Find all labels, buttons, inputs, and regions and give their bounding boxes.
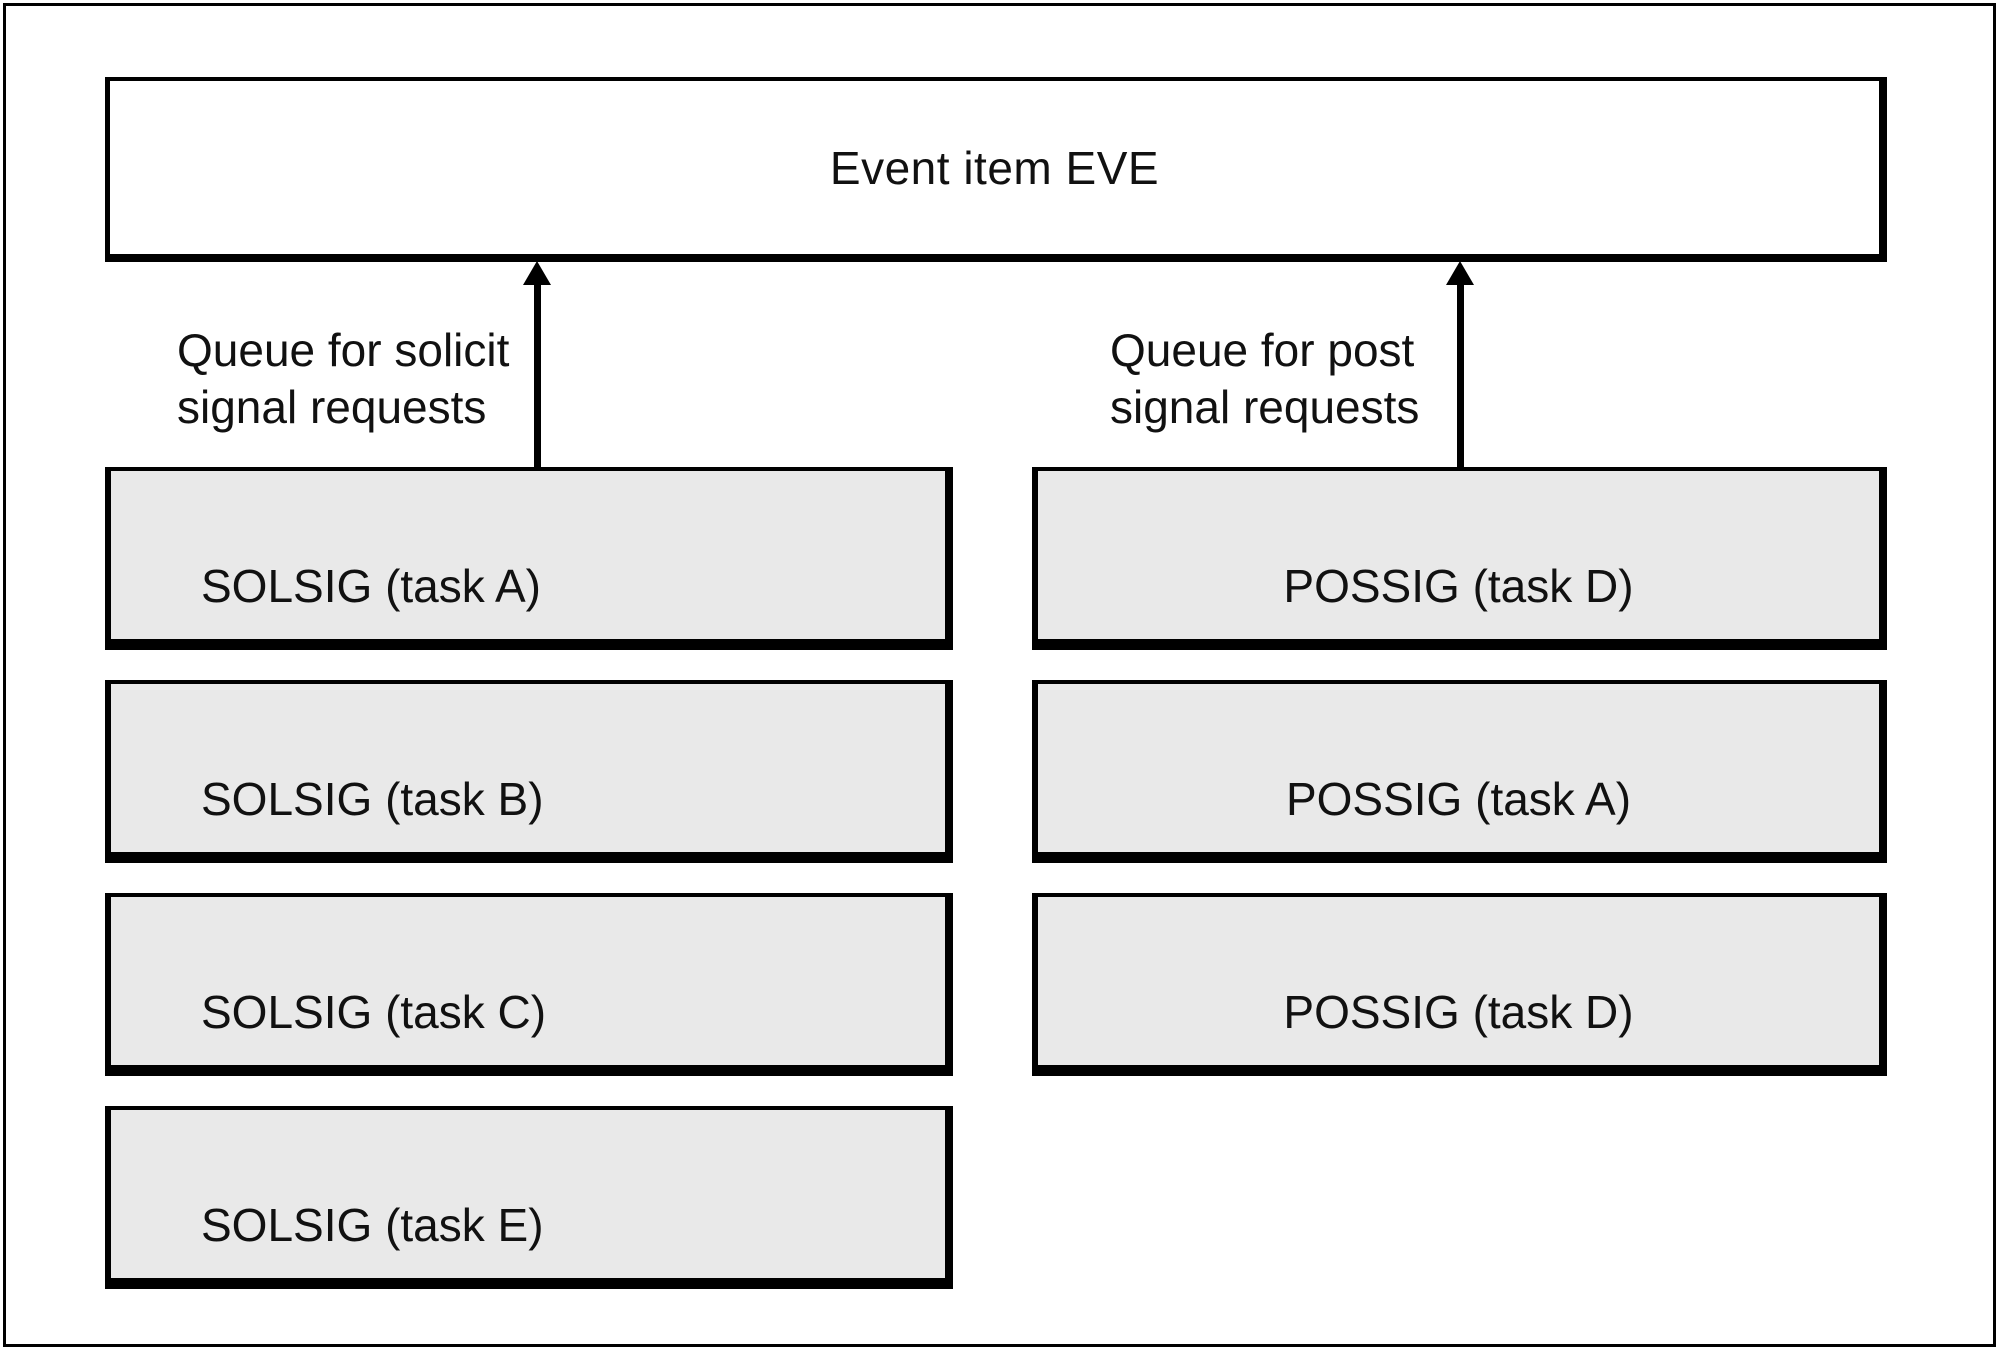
post-queue-label-line2: signal requests (1110, 381, 1420, 433)
solsig-task-b-label: SOLSIG (task B) (201, 773, 544, 825)
solsig-task-c-box: SOLSIG (task C) (105, 893, 953, 1076)
event-item-label: Event item EVE (829, 141, 1160, 194)
post-queue-label-line1: Queue for post (1110, 324, 1415, 376)
solsig-task-e-label: SOLSIG (task E) (201, 1199, 544, 1251)
post-queue-arrow (1446, 261, 1474, 467)
possig-task-d1-label: POSSIG (task D) (1283, 560, 1634, 612)
possig-task-d1-box: POSSIG (task D) (1032, 467, 1887, 650)
arrow-line (533, 279, 541, 467)
possig-task-a-label: POSSIG (task A) (1285, 773, 1632, 825)
possig-task-d2-box: POSSIG (task D) (1032, 893, 1887, 1076)
solsig-task-a-box: SOLSIG (task A) (105, 467, 953, 650)
solsig-task-c-label: SOLSIG (task C) (201, 986, 547, 1038)
solicit-queue-label-line1: Queue for solicit (177, 324, 510, 376)
possig-task-d2-label: POSSIG (task D) (1283, 986, 1634, 1038)
solicit-queue-label-line2: signal requests (177, 381, 487, 433)
solsig-task-e-box: SOLSIG (task E) (105, 1106, 953, 1289)
solsig-task-a-label: SOLSIG (task A) (201, 560, 541, 612)
arrow-line (1456, 279, 1464, 467)
event-item-box: Event item EVE (105, 77, 1887, 262)
solsig-task-b-box: SOLSIG (task B) (105, 680, 953, 863)
possig-task-a-box: POSSIG (task A) (1032, 680, 1887, 863)
diagram-frame (3, 3, 1996, 1347)
solicit-queue-label: Queue for solicit signal requests (177, 322, 509, 436)
post-queue-label: Queue for post signal requests (1110, 322, 1419, 436)
solicit-queue-arrow (523, 261, 551, 467)
